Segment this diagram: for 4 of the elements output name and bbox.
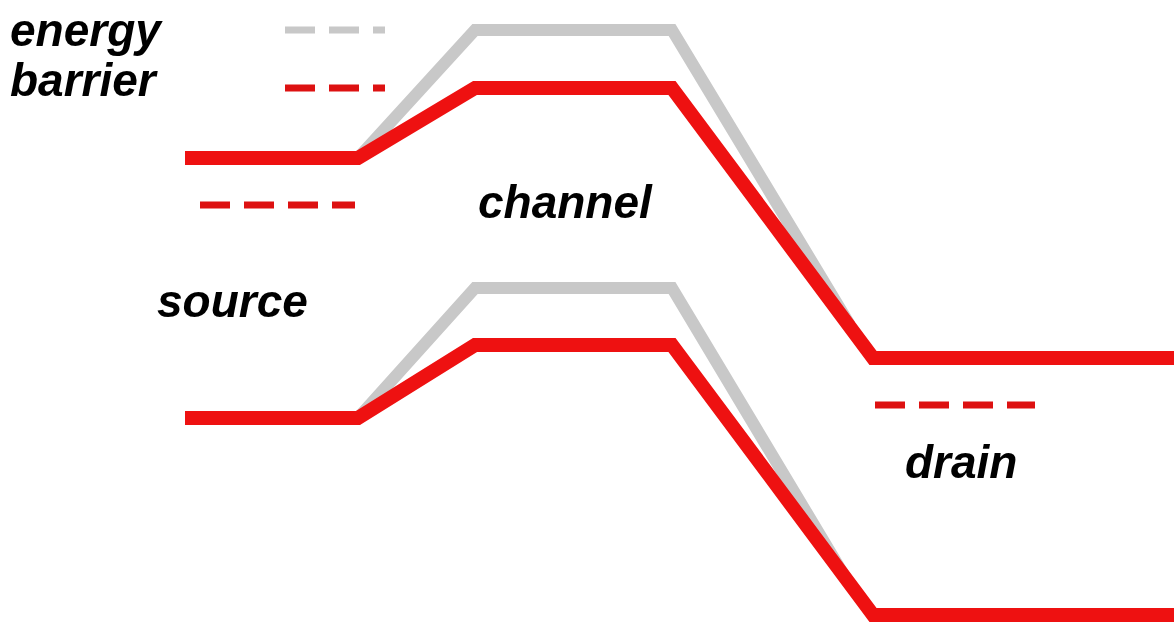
region-label: drain (905, 437, 1019, 487)
region-label: source (157, 276, 309, 326)
region-label: channel (478, 177, 654, 227)
region-label: energy barrier (10, 5, 164, 105)
